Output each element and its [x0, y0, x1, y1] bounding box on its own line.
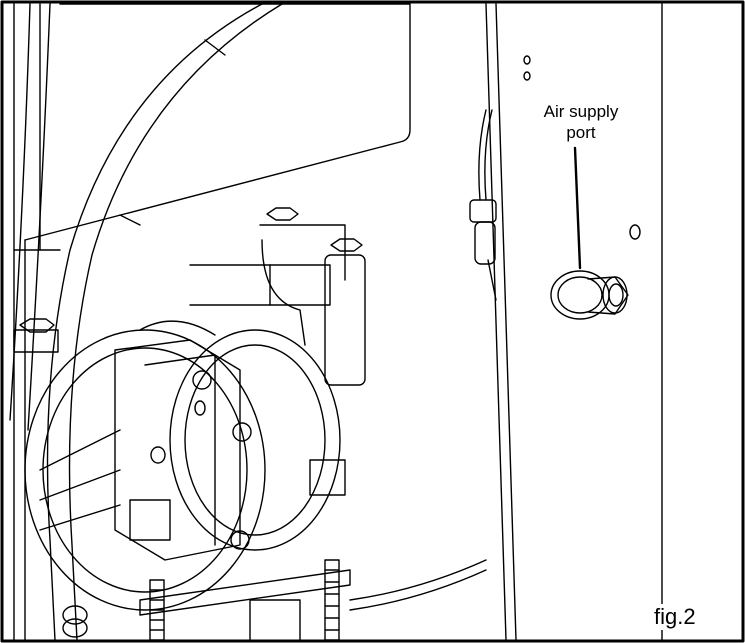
- hoses: [9, 3, 283, 641]
- figure-label: fig.2: [652, 604, 698, 630]
- air-line: [469, 109, 497, 301]
- diaphragm-pump: [24, 320, 346, 611]
- callout-label-line2: port: [520, 122, 642, 143]
- cabinet-panel: [13, 3, 411, 641]
- side-panel: [485, 3, 663, 641]
- pump-frame: [13, 207, 366, 386]
- air-supply-port: [550, 270, 629, 320]
- lower-studs: [62, 559, 487, 641]
- callout-leader: [573, 146, 582, 270]
- callout-label-line1: Air supply: [520, 101, 642, 122]
